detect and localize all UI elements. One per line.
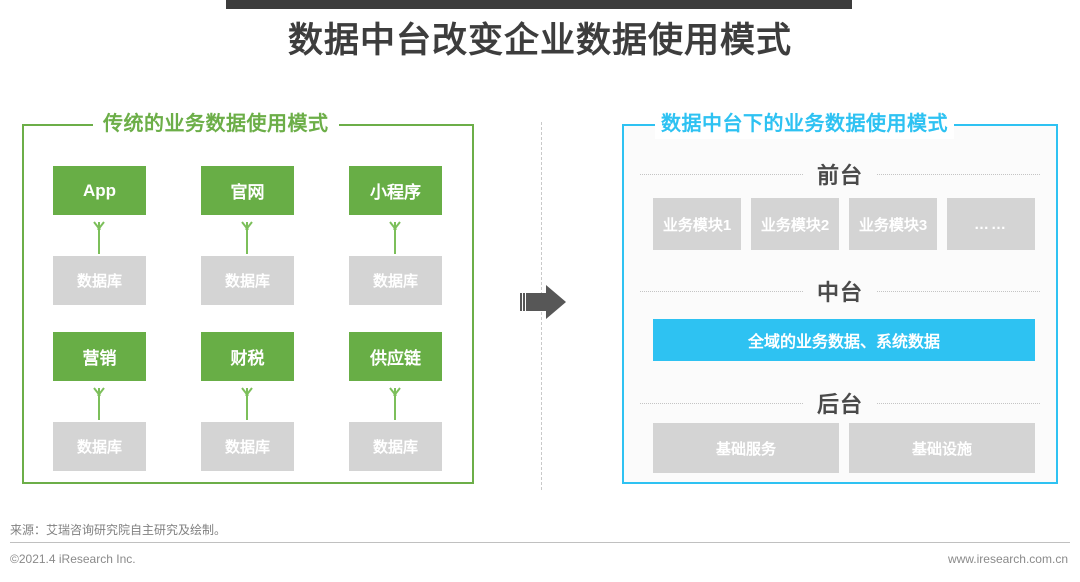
arrow-up-icon-4 bbox=[98, 388, 100, 420]
section-header-middle: 中台 bbox=[640, 275, 1041, 307]
left-db-6[interactable]: 数据库 bbox=[349, 422, 442, 471]
section-header-backend: 后台 bbox=[640, 387, 1041, 419]
middle-platform-bar[interactable]: 全域的业务数据、系统数据 bbox=[653, 319, 1035, 361]
section-dash-right-3 bbox=[877, 402, 1041, 404]
section-dash-right-2 bbox=[877, 290, 1041, 292]
section-label-backend: 后台 bbox=[817, 392, 864, 417]
section-label-frontend: 前台 bbox=[817, 163, 864, 188]
copyright-text: ©2021.4 iResearch Inc. bbox=[10, 552, 136, 566]
frontend-box-more[interactable]: …… bbox=[947, 198, 1035, 250]
left-panel-title: 传统的业务数据使用模式 bbox=[93, 109, 339, 139]
section-dash-right-1 bbox=[877, 173, 1041, 175]
arrow-up-icon-5 bbox=[246, 388, 248, 420]
backend-box-basic-service[interactable]: 基础服务 bbox=[653, 423, 839, 473]
frontend-box-module3[interactable]: 业务模块3 bbox=[849, 198, 937, 250]
left-cell-app[interactable]: App bbox=[53, 166, 146, 215]
page-title: 数据中台改变企业数据使用模式 bbox=[287, 21, 792, 60]
right-arrow-icon bbox=[518, 282, 568, 322]
left-cell-marketing[interactable]: 营销 bbox=[53, 332, 146, 381]
left-db-2[interactable]: 数据库 bbox=[201, 256, 294, 305]
website-url: www.iresearch.com.cn bbox=[947, 552, 1068, 566]
section-label-middle: 中台 bbox=[817, 280, 864, 305]
left-db-3[interactable]: 数据库 bbox=[349, 256, 442, 305]
top-accent-bar bbox=[0, 0, 1080, 9]
source-note: 来源：艾瑞咨询研究院自主研究及绘制。 bbox=[10, 523, 227, 537]
footer-divider bbox=[10, 542, 1070, 543]
section-dash-left-3 bbox=[640, 402, 803, 404]
left-db-4[interactable]: 数据库 bbox=[53, 422, 146, 471]
left-cell-supply-chain[interactable]: 供应链 bbox=[349, 332, 442, 381]
section-dash-left-2 bbox=[640, 290, 803, 292]
frontend-box-module2[interactable]: 业务模块2 bbox=[751, 198, 839, 250]
left-cell-website[interactable]: 官网 bbox=[201, 166, 294, 215]
arrow-up-icon-6 bbox=[394, 388, 396, 420]
backend-box-infrastructure[interactable]: 基础设施 bbox=[849, 423, 1035, 473]
arrow-up-icon-3 bbox=[394, 222, 396, 254]
left-db-5[interactable]: 数据库 bbox=[201, 422, 294, 471]
arrow-up-icon-1 bbox=[98, 222, 100, 254]
arrow-up-icon-2 bbox=[246, 222, 248, 254]
section-dash-left-1 bbox=[640, 173, 803, 175]
section-header-frontend: 前台 bbox=[640, 158, 1041, 190]
left-db-1[interactable]: 数据库 bbox=[53, 256, 146, 305]
left-cell-miniapp[interactable]: 小程序 bbox=[349, 166, 442, 215]
left-cell-finance-tax[interactable]: 财税 bbox=[201, 332, 294, 381]
top-accent-bar-fill bbox=[226, 0, 852, 9]
right-panel-title: 数据中台下的业务数据使用模式 bbox=[655, 109, 954, 139]
frontend-box-module1[interactable]: 业务模块1 bbox=[653, 198, 741, 250]
